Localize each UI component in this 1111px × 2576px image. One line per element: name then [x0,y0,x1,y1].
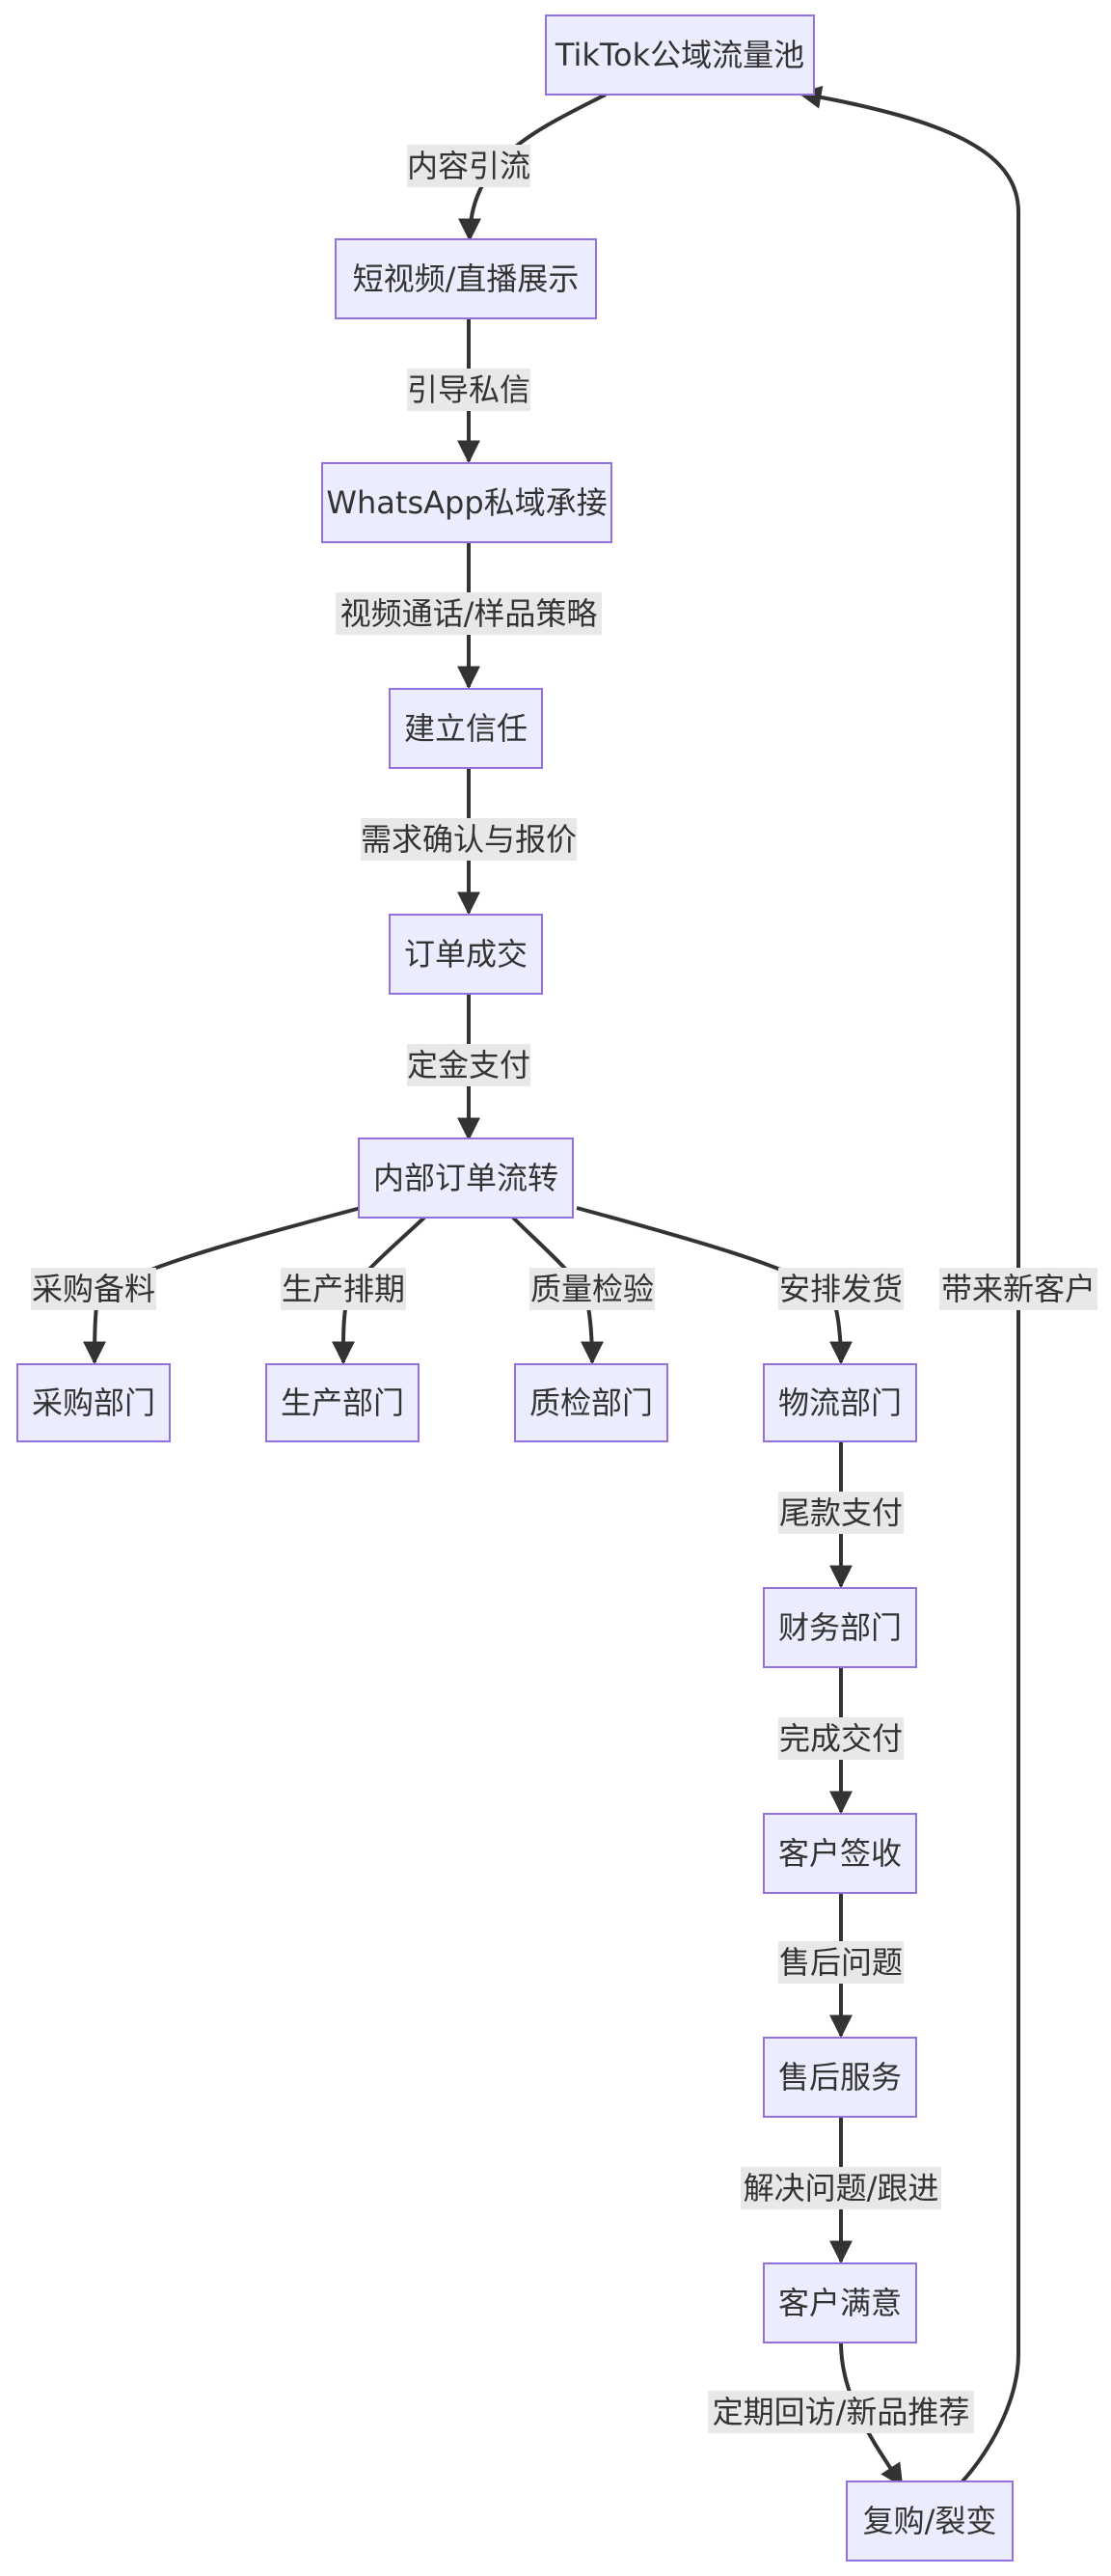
node-tiktok-pool[interactable]: TikTok公域流量池 [545,14,815,96]
edge-label-final-payment: 尾款支付 [778,1492,904,1534]
svg-text:客户满意: 客户满意 [778,2285,902,2321]
edge-labels: 内容引流 引导私信 视频通话/样品策略 需求确认与报价 定金支付 采购备料 生产… [31,145,1097,2433]
svg-text:TikTok公域流量池: TikTok公域流量池 [555,37,804,73]
node-whatsapp[interactable]: WhatsApp私域承接 [321,462,612,543]
node-production[interactable]: 生产部门 [265,1363,420,1442]
node-short-video[interactable]: 短视频/直播展示 [335,238,597,319]
svg-text:质检部门: 质检部门 [529,1384,653,1421]
edge-label-production-schedule: 生产排期 [281,1268,406,1310]
edge-label-new-customers: 带来新客户 [939,1268,1097,1310]
node-trust[interactable]: 建立信任 [389,688,543,769]
node-qc[interactable]: 质检部门 [514,1363,668,1442]
edge-label-complete-delivery: 完成交付 [778,1717,904,1760]
edge-label-content-traffic: 内容引流 [407,145,530,187]
node-satisfied[interactable]: 客户满意 [763,2262,917,2343]
svg-text:生产部门: 生产部门 [281,1384,404,1421]
edge-label-quality-check: 质量检验 [529,1268,655,1310]
node-internal-order[interactable]: 内部订单流转 [358,1137,574,1219]
svg-text:带来新客户: 带来新客户 [941,1271,1096,1307]
svg-text:财务部门: 财务部门 [778,1609,902,1646]
edge-label-guide-dm: 引导私信 [407,369,530,411]
svg-text:生产排期: 生产排期 [282,1271,405,1307]
node-finance[interactable]: 财务部门 [763,1587,917,1668]
svg-text:定金支付: 定金支付 [407,1047,530,1083]
svg-text:采购备料: 采购备料 [32,1271,155,1307]
svg-text:质量检验: 质量检验 [530,1271,654,1307]
svg-text:内部订单流转: 内部订单流转 [373,1160,558,1196]
edge-label-revisit-recommend: 定期回访/新品推荐 [708,2391,974,2433]
node-logistics[interactable]: 物流部门 [763,1363,917,1442]
nodes: TikTok公域流量池 短视频/直播展示 WhatsApp私域承接 建立信任 订… [16,14,1014,2562]
svg-text:需求确认与报价: 需求确认与报价 [361,821,577,858]
svg-text:短视频/直播展示: 短视频/直播展示 [353,260,580,297]
node-after-sales[interactable]: 售后服务 [763,2037,917,2118]
edge-label-deposit: 定金支付 [407,1044,530,1086]
svg-text:采购部门: 采购部门 [32,1384,155,1421]
svg-text:物流部门: 物流部门 [778,1384,902,1421]
svg-text:客户签收: 客户签收 [778,1835,902,1872]
svg-text:WhatsApp私域承接: WhatsApp私域承接 [326,484,607,521]
edge-label-arrange-shipping: 安排发货 [778,1268,904,1310]
svg-text:内容引流: 内容引流 [407,148,530,184]
edge-label-resolve-followup: 解决问题/跟进 [741,2167,941,2209]
edge-label-video-call-sample: 视频通话/样品策略 [336,592,602,635]
edge-label-confirm-quote: 需求确认与报价 [361,818,577,861]
svg-text:引导私信: 引导私信 [407,371,530,408]
svg-text:定期回访/新品推荐: 定期回访/新品推荐 [713,2394,970,2430]
svg-text:完成交付: 完成交付 [779,1720,903,1757]
node-customer-sign[interactable]: 客户签收 [763,1813,917,1894]
svg-text:尾款支付: 尾款支付 [779,1494,903,1531]
edge-repurchase-to-tiktok [798,85,1020,2483]
svg-text:视频通话/样品策略: 视频通话/样品策略 [340,595,598,632]
node-order-deal[interactable]: 订单成交 [389,914,543,995]
svg-text:售后服务: 售后服务 [778,2059,902,2096]
edge-label-after-sales-issue: 售后问题 [778,1941,904,1984]
svg-text:解决问题/跟进: 解决问题/跟进 [744,2170,939,2206]
svg-text:售后问题: 售后问题 [779,1944,903,1981]
svg-text:安排发货: 安排发货 [779,1271,903,1307]
svg-text:复购/裂变: 复购/裂变 [863,2503,997,2539]
node-purchasing[interactable]: 采购部门 [16,1363,171,1442]
svg-text:建立信任: 建立信任 [404,710,528,747]
node-repurchase[interactable]: 复购/裂变 [846,2480,1014,2562]
edge-label-purchase-prep: 采购备料 [31,1268,156,1310]
svg-text:订单成交: 订单成交 [404,936,528,973]
